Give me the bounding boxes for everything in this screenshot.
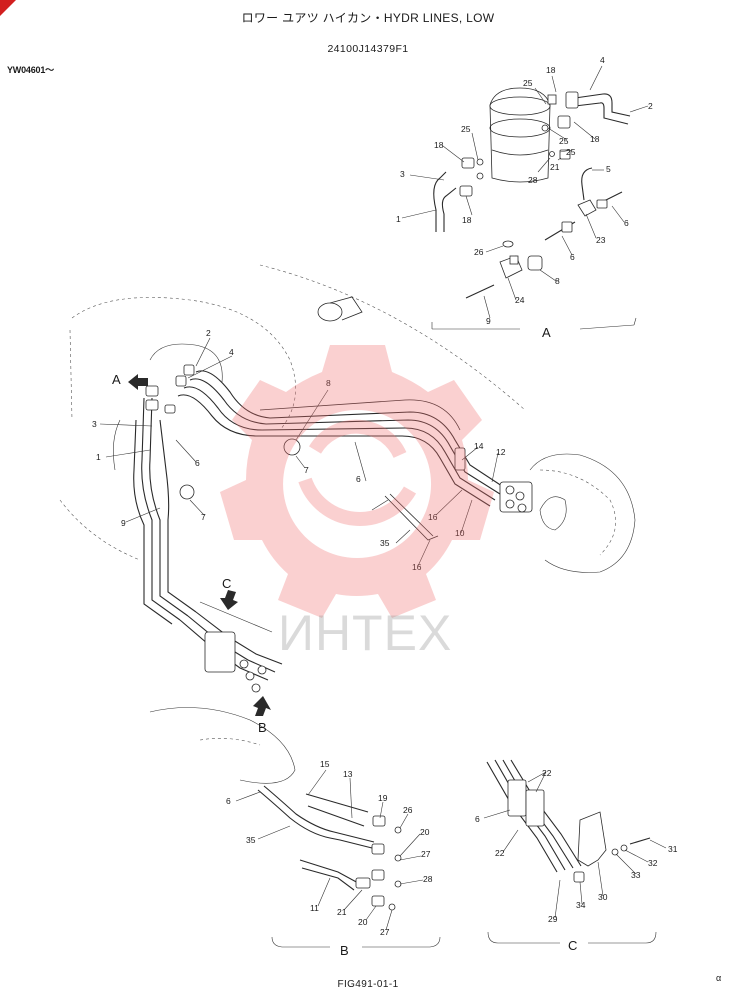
callout: 9 <box>121 518 126 528</box>
callout: 10 <box>455 528 465 538</box>
callout: 31 <box>668 844 678 854</box>
callout: 20 <box>358 917 368 927</box>
elbow-5-shape <box>581 167 593 201</box>
callout: 22 <box>542 768 552 778</box>
callout: 23 <box>596 235 606 245</box>
clamp-plate-30 <box>577 811 607 867</box>
callout: 32 <box>648 858 658 868</box>
callout: 26 <box>403 805 413 815</box>
callout: 6 <box>195 458 200 468</box>
callout: 8 <box>555 276 560 286</box>
callout: 8 <box>326 378 331 388</box>
callout: 3 <box>92 419 97 429</box>
callout: 16 <box>428 512 438 522</box>
detail-c-group <box>486 759 657 944</box>
callout: 7 <box>201 512 206 522</box>
view-letter-a-detail: A <box>542 325 551 340</box>
fitting-18-upper <box>565 91 579 109</box>
callout: 33 <box>631 870 641 880</box>
callout: 25 <box>523 78 533 88</box>
corner-mark: α <box>716 973 722 983</box>
callout: 30 <box>598 892 608 902</box>
callout: 13 <box>343 769 353 779</box>
callout: 5 <box>606 164 611 174</box>
callout: 18 <box>546 65 556 75</box>
main-assembly-group <box>59 264 636 784</box>
view-letter-a-main: A <box>112 372 121 387</box>
callout: 1 <box>96 452 101 462</box>
detail-b-group <box>257 785 441 948</box>
callout: 14 <box>474 441 484 451</box>
callout: 28 <box>423 874 433 884</box>
part-number: 24100J14379F1 <box>327 43 409 55</box>
view-letter-c-detail: C <box>568 938 577 953</box>
callout: 6 <box>356 474 361 484</box>
callout: 19 <box>378 793 388 803</box>
callout: 29 <box>548 914 558 924</box>
callout: 2 <box>206 328 211 338</box>
corner-registration-mark <box>0 0 16 16</box>
page-title: ロワー ユアツ ハイカン・HYDR LINES, LOW <box>241 11 495 25</box>
callout: 25 <box>461 124 471 134</box>
callout: 22 <box>495 848 505 858</box>
callout: 26 <box>474 247 484 257</box>
pipe-4-shape <box>574 93 631 117</box>
callout: 6 <box>570 252 575 262</box>
view-letter-b-main: B <box>258 720 267 735</box>
view-arrow-b <box>253 696 271 716</box>
callout: 18 <box>462 215 472 225</box>
callout: 24 <box>515 295 525 305</box>
callout: 12 <box>496 447 506 457</box>
band-35 <box>384 495 439 541</box>
serial-range: YW04601～ <box>7 65 54 75</box>
callout: 25 <box>559 136 569 146</box>
callout-numbers: 18 4 25 2 18 25 25 18 5 3 28 21 25 6 18 … <box>92 55 678 937</box>
view-arrow-c <box>220 590 238 610</box>
callout: 7 <box>304 465 309 475</box>
lower-manifold <box>204 631 236 673</box>
callout: 15 <box>320 759 330 769</box>
leader-lines <box>99 65 667 931</box>
watermark-text: ИНТЕХ <box>278 605 453 661</box>
swivel-joint-body <box>489 87 551 183</box>
figure-id: FIG491-01-1 <box>337 979 399 990</box>
callout: 3 <box>400 169 405 179</box>
view-letter-b-detail: B <box>340 943 349 958</box>
callout: 4 <box>229 347 234 357</box>
callout: 18 <box>590 134 600 144</box>
callout: 27 <box>421 849 431 859</box>
clamp-7-lower <box>179 484 195 500</box>
callout: 6 <box>226 796 231 806</box>
view-arrow-a <box>128 374 148 390</box>
callout: 20 <box>420 827 430 837</box>
callout: 25 <box>566 147 576 157</box>
callout: 6 <box>475 814 480 824</box>
callout: 16 <box>412 562 422 572</box>
callout: 6 <box>624 218 629 228</box>
view-letters: A A B B C C <box>112 325 577 958</box>
callout: 28 <box>528 175 538 185</box>
callout: 21 <box>550 162 560 172</box>
callout: 35 <box>246 835 256 845</box>
callout: 11 <box>310 903 319 913</box>
callout: 35 <box>380 538 390 548</box>
callout: 4 <box>600 55 605 65</box>
detail-a-group <box>431 87 637 330</box>
callout: 2 <box>648 101 653 111</box>
clamp-7-upper <box>283 438 301 456</box>
callout: 9 <box>486 316 491 326</box>
callout: 1 <box>396 214 401 224</box>
callout: 21 <box>337 907 347 917</box>
callout: 34 <box>576 900 586 910</box>
callout: 18 <box>434 140 444 150</box>
view-letter-c-main: C <box>222 576 231 591</box>
callout: 27 <box>380 927 390 937</box>
